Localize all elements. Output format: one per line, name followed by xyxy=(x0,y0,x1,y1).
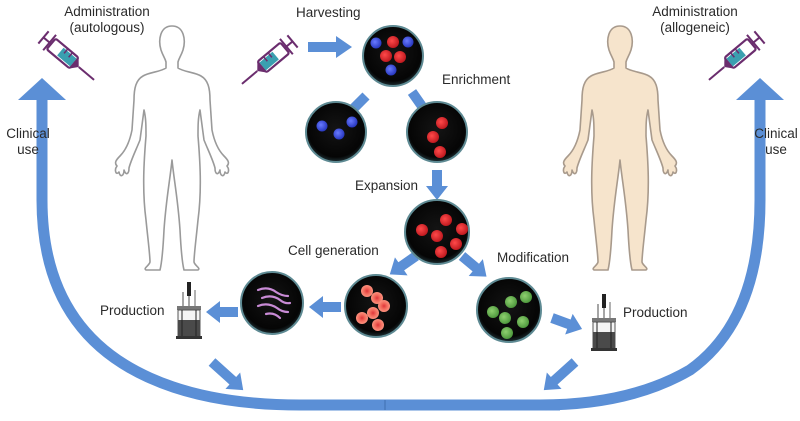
syringe-harvest-icon xyxy=(241,34,299,85)
cell-salmon xyxy=(371,292,383,304)
label-administration-autologous: Administration (autologous) xyxy=(52,4,162,36)
cell-elongated xyxy=(260,295,292,305)
label-expansion: Expansion xyxy=(355,178,419,193)
arrow-expanded-to-modified-icon xyxy=(458,252,487,277)
cell-red xyxy=(436,117,448,129)
cell-blue xyxy=(346,116,358,128)
cell-green xyxy=(517,316,529,328)
arrow-differentiated-to-production-icon xyxy=(206,301,238,323)
cell-elongated xyxy=(264,312,282,320)
label-production-right: Production xyxy=(623,305,688,320)
label-administration-allogeneic: Administration (allogeneic) xyxy=(640,4,750,36)
right-loop-path xyxy=(520,95,766,411)
cell-elongated xyxy=(256,287,290,298)
cell-salmon xyxy=(372,319,384,331)
clinical-use-loop-arrow xyxy=(36,95,766,411)
bioreactor-right-icon xyxy=(591,294,617,351)
cell-red xyxy=(380,50,392,62)
label-line: (autologous) xyxy=(69,20,145,35)
cell-red xyxy=(450,238,462,250)
bioreactor-left-icon xyxy=(176,282,202,339)
cell-green xyxy=(520,291,532,303)
left-loop-path xyxy=(36,95,560,411)
arrow-production-left-to-loop-icon xyxy=(208,358,244,391)
label-enrichment: Enrichment xyxy=(442,72,511,87)
dish-expanded xyxy=(404,199,470,265)
cell-salmon xyxy=(378,300,390,312)
dish-blue-fraction xyxy=(305,101,367,163)
arrow-modified-to-production-icon xyxy=(550,313,583,335)
label-line: Administration xyxy=(652,4,738,19)
label-line: use xyxy=(17,142,39,157)
label-clinical-use-left: Clinical use xyxy=(0,126,56,158)
label-line: Administration xyxy=(64,4,150,19)
right-clinical-arrowhead-icon xyxy=(736,78,784,100)
arrow-expanded-to-generated-icon xyxy=(389,251,419,276)
arrow-generated-to-differentiated-icon xyxy=(309,296,341,318)
cell-red xyxy=(394,51,406,63)
dish-modified xyxy=(476,277,542,343)
label-cell-generation: Cell generation xyxy=(288,243,379,258)
arrow-enriched-to-expanded-icon xyxy=(426,170,448,200)
cell-salmon xyxy=(367,307,379,319)
cell-salmon xyxy=(356,312,368,324)
cell-green xyxy=(505,296,517,308)
cell-green xyxy=(499,312,511,324)
arrow-production-right-to-loop-icon xyxy=(543,358,579,391)
cell-blue xyxy=(316,120,328,132)
cell-red xyxy=(431,230,443,242)
dish-generated xyxy=(344,274,408,338)
label-line: Clinical xyxy=(6,126,50,141)
human-body-allogeneic-icon xyxy=(562,25,678,271)
arrow-harvest-to-dish-icon xyxy=(308,36,352,58)
cell-blue xyxy=(385,64,397,76)
label-line: Clinical xyxy=(754,126,798,141)
cell-red xyxy=(440,214,452,226)
dish-enriched xyxy=(406,101,468,163)
label-modification: Modification xyxy=(497,250,570,265)
human-body-autologous-icon xyxy=(114,25,230,271)
cell-red xyxy=(416,224,428,236)
cell-blue xyxy=(333,128,345,140)
label-clinical-use-right: Clinical use xyxy=(748,126,800,158)
label-line: (allogeneic) xyxy=(660,20,730,35)
left-clinical-arrowhead-icon xyxy=(18,78,66,100)
cell-red xyxy=(427,131,439,143)
cell-red xyxy=(434,146,446,158)
label-line: use xyxy=(765,142,787,157)
cell-green xyxy=(501,327,513,339)
cell-blue xyxy=(402,36,414,48)
dish-differentiated xyxy=(240,271,304,335)
cell-blue xyxy=(370,37,382,49)
cell-red xyxy=(435,246,447,258)
cell-red xyxy=(387,36,399,48)
dish-harvest xyxy=(362,25,424,87)
syringe-admin-allogeneic-icon xyxy=(708,30,766,81)
cell-salmon xyxy=(361,285,373,297)
cell-green xyxy=(487,306,499,318)
label-production-left: Production xyxy=(100,303,165,318)
label-harvesting: Harvesting xyxy=(296,5,361,20)
cell-elongated xyxy=(256,303,290,314)
syringe-admin-autologous-icon xyxy=(37,30,95,81)
cell-red xyxy=(456,223,468,235)
